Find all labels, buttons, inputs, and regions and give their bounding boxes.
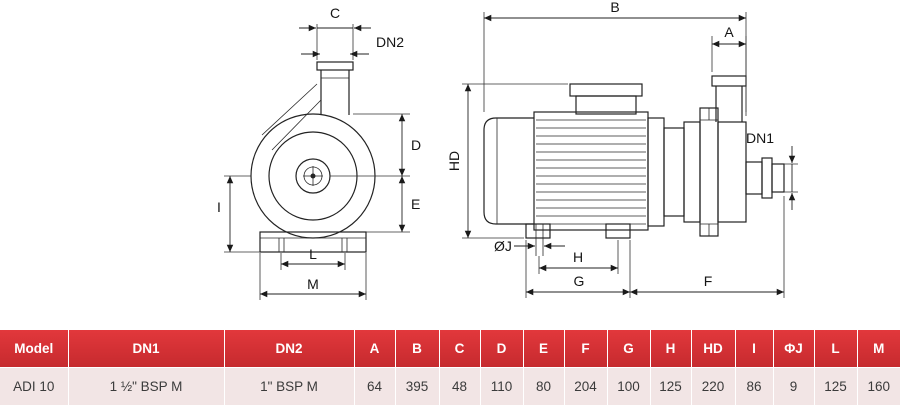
dim-label-l: L <box>309 246 317 262</box>
pump-casing <box>700 76 746 236</box>
dim-label-a: A <box>724 24 734 40</box>
dim-label-d: D <box>411 137 421 153</box>
cell-e: 80 <box>523 368 564 405</box>
dim-label-hd: HD <box>446 151 462 171</box>
suction-pipe <box>746 158 784 198</box>
pump-dimension-drawing: C DN2 D E I L <box>0 0 900 330</box>
cell-i: 86 <box>735 368 773 405</box>
col-header-h: H <box>650 330 691 368</box>
dim-G-F: G F <box>526 196 784 298</box>
dim-D-E: D E <box>330 114 421 232</box>
cell-phij: 9 <box>773 368 814 405</box>
dim-label-f: F <box>704 273 713 289</box>
spec-table: Model DN1 DN2 A B C D E F G H HD I ΦJ L … <box>0 330 900 405</box>
col-header-e: E <box>523 330 564 368</box>
dim-H: H <box>539 240 618 274</box>
cell-h: 125 <box>650 368 691 405</box>
fan-cover <box>484 118 534 224</box>
cell-b: 395 <box>395 368 439 405</box>
dim-label-dn1: DN1 <box>746 130 774 146</box>
cell-c: 48 <box>439 368 480 405</box>
dim-label-e: E <box>411 196 420 212</box>
col-header-dn1: DN1 <box>68 330 224 368</box>
col-header-b: B <box>395 330 439 368</box>
front-view: C DN2 D E I L <box>217 5 421 300</box>
dim-HD: HD <box>446 84 568 238</box>
motor-fins <box>536 120 646 224</box>
dim-I: I <box>217 176 260 252</box>
col-header-i: I <box>735 330 773 368</box>
dim-label-dn2: DN2 <box>376 34 404 50</box>
cell-l: 125 <box>814 368 857 405</box>
col-header-c: C <box>439 330 480 368</box>
col-header-phij: ΦJ <box>773 330 814 368</box>
pump-bracket <box>648 118 700 226</box>
dim-label-m: M <box>307 276 319 292</box>
col-header-g: G <box>607 330 650 368</box>
cell-a: 64 <box>354 368 395 405</box>
cell-g: 100 <box>607 368 650 405</box>
col-header-m: M <box>857 330 900 368</box>
cell-d: 110 <box>480 368 523 405</box>
discharge-pipe <box>262 62 353 150</box>
col-header-dn2: DN2 <box>224 330 354 368</box>
col-header-hd: HD <box>691 330 735 368</box>
col-header-f: F <box>564 330 607 368</box>
dim-label-i: I <box>217 199 221 215</box>
dim-A: A <box>712 24 746 112</box>
col-header-d: D <box>480 330 523 368</box>
dim-label-c: C <box>330 5 340 21</box>
dim-B: B <box>484 0 746 116</box>
cell-hd: 220 <box>691 368 735 405</box>
col-header-l: L <box>814 330 857 368</box>
motor-body <box>534 112 648 230</box>
dim-label-oj: ØJ <box>494 238 512 254</box>
cell-dn2: 1" BSP M <box>224 368 354 405</box>
dim-L: L <box>281 246 345 270</box>
terminal-box <box>570 84 642 114</box>
col-header-model: Model <box>0 330 68 368</box>
dim-label-g: G <box>574 273 585 289</box>
side-view: B A HD DN1 ØJ <box>446 0 798 298</box>
spec-table-header-row: Model DN1 DN2 A B C D E F G H HD I ΦJ L … <box>0 330 900 368</box>
cell-f: 204 <box>564 368 607 405</box>
cell-model: ADI 10 <box>0 368 68 405</box>
col-header-a: A <box>354 330 395 368</box>
dim-OJ: ØJ <box>494 238 565 254</box>
spec-table-data-row: ADI 10 1 ½" BSP M 1" BSP M 64 395 48 110… <box>0 368 900 405</box>
technical-drawing-area: C DN2 D E I L <box>0 0 900 330</box>
dim-label-b: B <box>610 0 619 15</box>
dim-label-h: H <box>573 249 583 265</box>
cell-m: 160 <box>857 368 900 405</box>
cell-dn1: 1 ½" BSP M <box>68 368 224 405</box>
dim-C: C <box>299 5 371 60</box>
